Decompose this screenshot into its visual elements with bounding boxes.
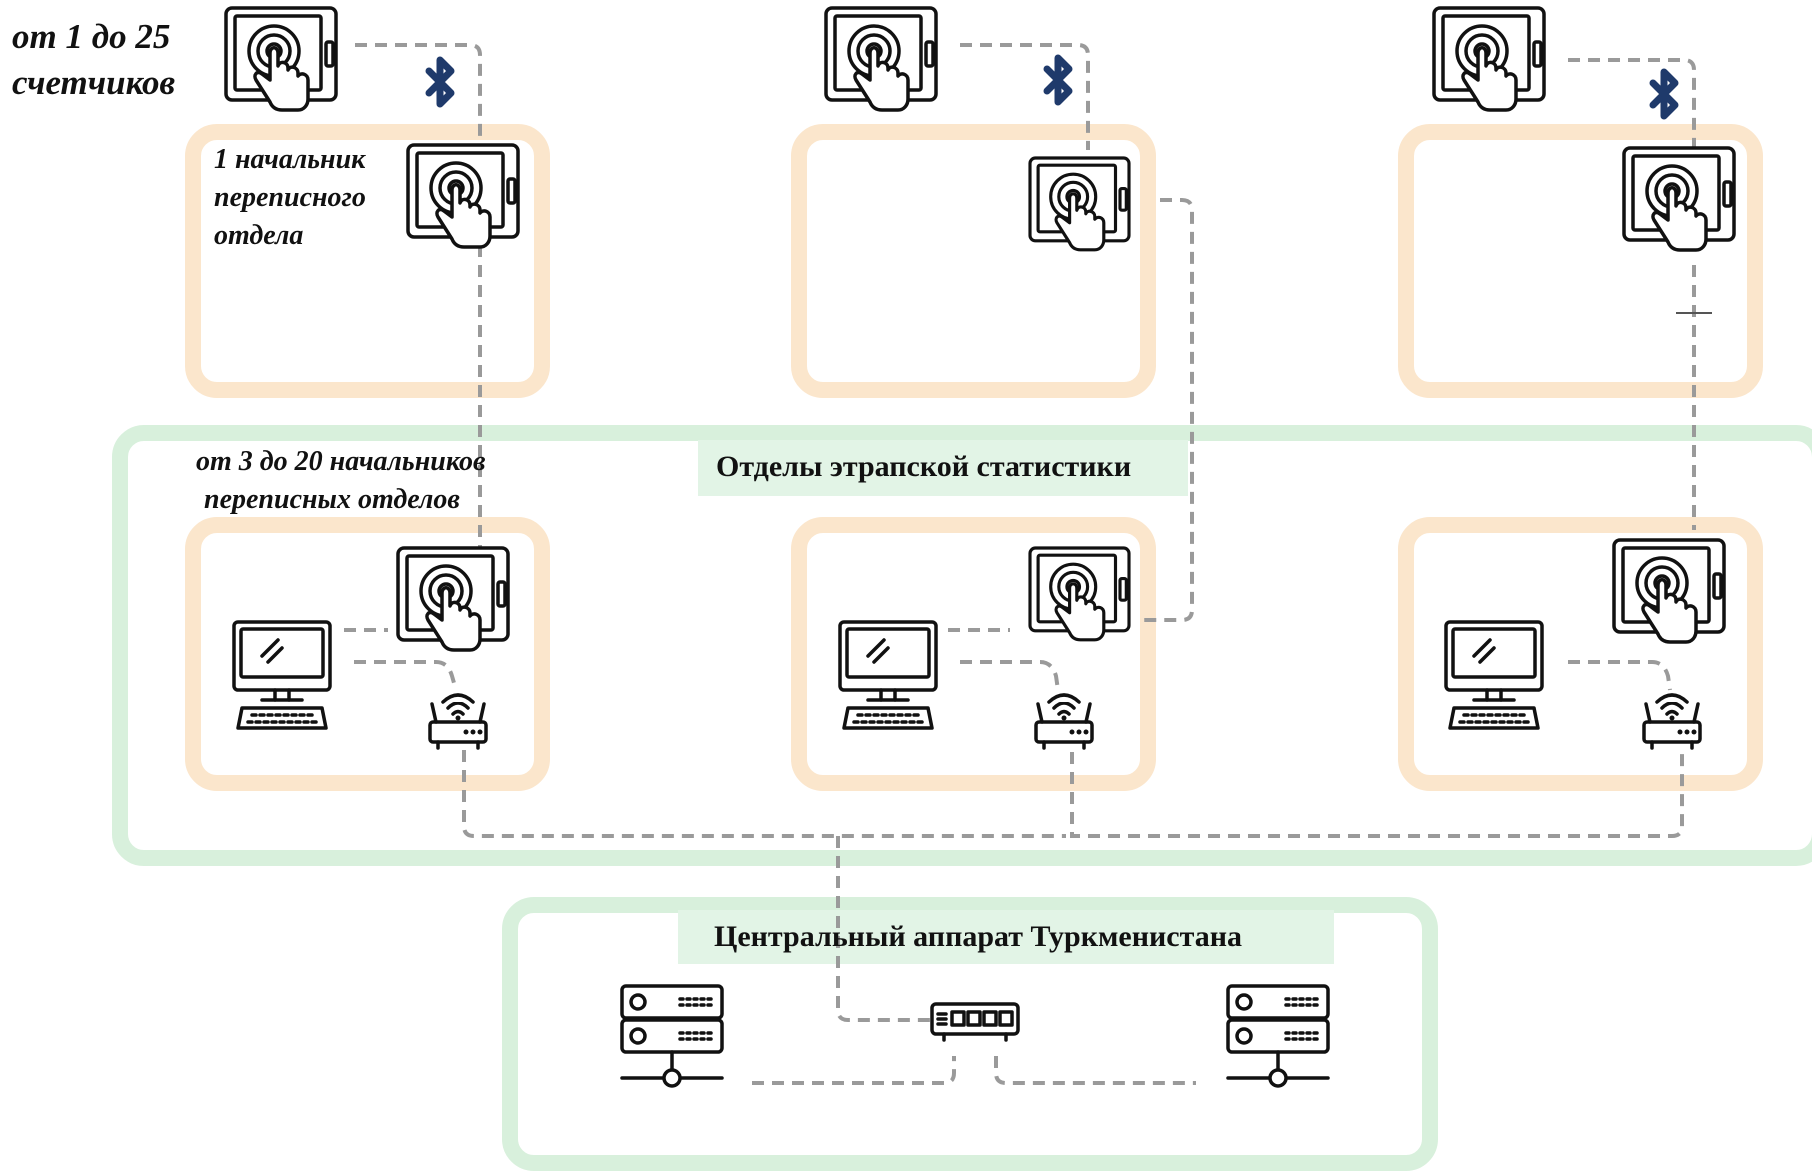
central-title: Центральный аппарат Туркменистана (714, 920, 1242, 953)
network-switch-icon (930, 1002, 1020, 1042)
dept-box-top-1 (185, 124, 550, 398)
dept-box-top-3 (1398, 124, 1763, 398)
dept-box-bottom-1 (185, 517, 550, 791)
enumerators-label-line2: счетчиков (12, 63, 175, 102)
region-title: Отделы этрапской статистики (716, 450, 1131, 483)
desktop-computer-icon (232, 620, 332, 730)
desktop-computer-icon (838, 620, 938, 730)
wifi-router-icon (1034, 693, 1094, 750)
dept-box-bottom-3 (1398, 517, 1763, 791)
enumerators-label-line1: от 1 до 25 (12, 17, 170, 56)
desktop-computer-icon (1444, 620, 1544, 730)
chief-label-line2: переписного (214, 182, 366, 213)
tablet-icon (224, 6, 338, 112)
chief-label-line3: отдела (214, 220, 303, 251)
server-icon (1226, 984, 1330, 1088)
tablet-icon (1028, 156, 1131, 252)
wifi-router-icon (1642, 693, 1702, 750)
tablet-icon (1622, 146, 1736, 252)
server-icon (620, 984, 724, 1088)
tablet-icon (1432, 6, 1546, 112)
chief-label-line1: 1 начальник (214, 144, 366, 175)
tablet-icon (396, 546, 510, 652)
bluetooth-icon (429, 60, 451, 104)
dept-box-top-2 (791, 124, 1156, 398)
wifi-router-icon (428, 693, 488, 750)
tablet-icon (1028, 546, 1131, 642)
chiefs-label-line2: переписных отделов (204, 484, 460, 515)
bluetooth-icon (1047, 58, 1069, 102)
tablet-icon (1612, 538, 1726, 644)
central-frame (502, 897, 1438, 1171)
bluetooth-icon (1653, 72, 1675, 116)
tablet-icon (406, 143, 520, 249)
region-frame (112, 425, 1812, 866)
dept-box-bottom-2 (791, 517, 1156, 791)
connections (344, 43, 1696, 1085)
chiefs-label-line1: от 3 до 20 начальников (196, 446, 486, 477)
central-title-bg (678, 910, 1334, 964)
tablet-icon (824, 6, 938, 112)
region-title-bg (698, 440, 1188, 496)
